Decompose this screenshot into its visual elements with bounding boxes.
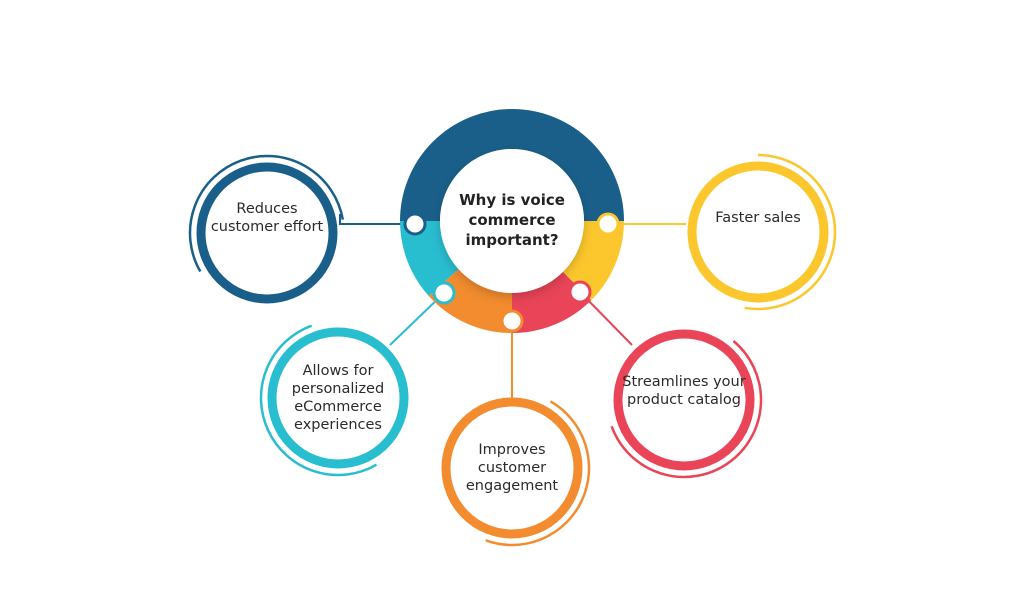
benefit-circle-engagement xyxy=(441,397,583,539)
outer-arc-engagement xyxy=(485,400,591,547)
outer-arc-faster-sales xyxy=(744,153,837,311)
benefit-label-catalog: Streamlines your product catalog xyxy=(622,374,746,408)
outer-arc-personalized xyxy=(259,324,378,477)
benefit-circle-personalized xyxy=(267,327,409,469)
benefit-label-engagement: Improves customer engagement xyxy=(465,442,559,494)
ring-segment-blue xyxy=(400,109,624,222)
benefit-label-faster-sales: Faster sales xyxy=(715,210,801,226)
center-title: Why is voice commerce important? xyxy=(459,191,565,249)
benefit-label-personalized: Allows for personalized eCommerce experi… xyxy=(291,363,385,433)
center-circle xyxy=(440,149,584,293)
benefit-label-reduces-effort: Reduces customer effort xyxy=(210,201,324,235)
connector-dot-reduces-effort xyxy=(403,212,427,236)
benefit-circle-faster-sales xyxy=(687,161,829,303)
connector-dot-engagement xyxy=(568,280,592,304)
outer-arc-reduces-effort xyxy=(188,154,345,273)
benefit-circle-catalog xyxy=(613,329,755,471)
connector-dot-catalog xyxy=(500,309,524,333)
outer-arc-catalog xyxy=(610,340,763,479)
connector-dot-faster-sales xyxy=(596,212,620,236)
benefit-circle-reduces-effort xyxy=(196,162,338,304)
connector-dot-personalized xyxy=(432,281,456,305)
connector-line-reduces-effort xyxy=(339,214,415,225)
